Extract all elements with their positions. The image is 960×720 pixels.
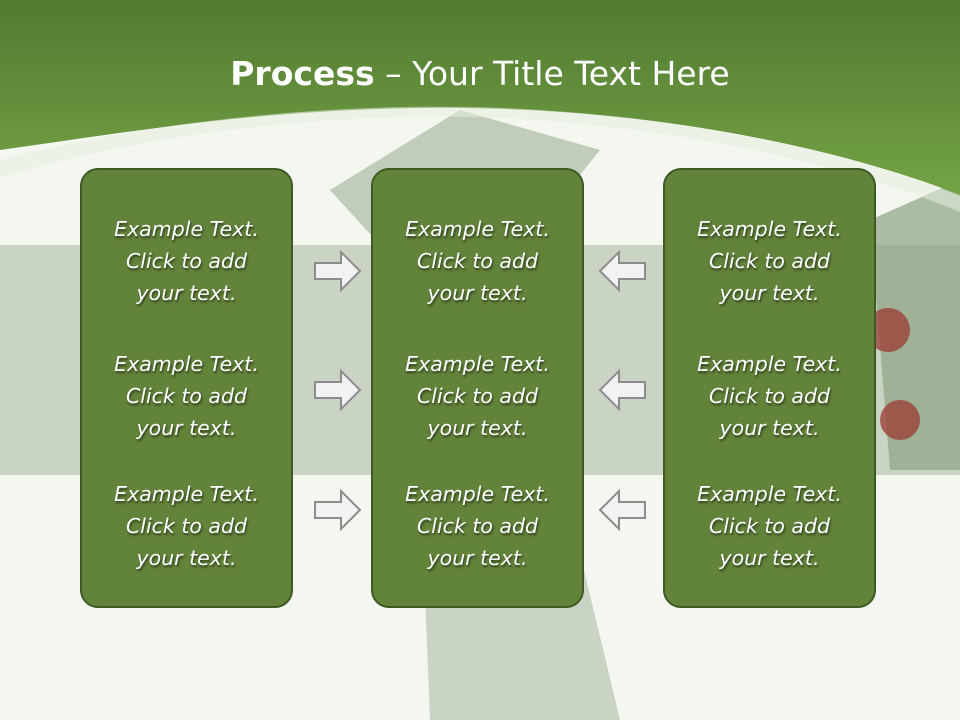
process-box-left[interactable]: Example Text. Click to add your text. Ex… xyxy=(80,168,293,608)
header-swoosh xyxy=(0,106,960,212)
process-box-right[interactable]: Example Text. Click to add your text. Ex… xyxy=(663,168,876,608)
ribbon-right xyxy=(870,180,960,470)
title-bold: Process xyxy=(230,54,375,93)
process-box-center[interactable]: Example Text. Click to add your text. Ex… xyxy=(371,168,584,608)
left-arrow-icon xyxy=(598,249,646,293)
text-placeholder[interactable]: Example Text. Click to add your text. xyxy=(114,352,259,440)
text-placeholder[interactable]: Example Text. Click to add your text. xyxy=(405,217,550,305)
title-rest: – Your Title Text Here xyxy=(374,54,730,93)
right-arrow-icon xyxy=(314,249,362,293)
text-placeholder[interactable]: Example Text. Click to add your text. xyxy=(697,352,842,440)
header-band xyxy=(0,0,960,195)
text-placeholder[interactable]: Example Text. Click to add your text. xyxy=(697,482,842,570)
berry-2 xyxy=(880,400,920,440)
left-arrow-icon xyxy=(598,488,646,532)
text-placeholder[interactable]: Example Text. Click to add your text. xyxy=(114,482,259,570)
text-placeholder[interactable]: Example Text. Click to add your text. xyxy=(114,217,259,305)
left-arrow-icon xyxy=(598,368,646,412)
text-placeholder[interactable]: Example Text. Click to add your text. xyxy=(697,217,842,305)
text-placeholder[interactable]: Example Text. Click to add your text. xyxy=(405,352,550,440)
right-arrow-icon xyxy=(314,368,362,412)
right-arrow-icon xyxy=(314,488,362,532)
text-placeholder[interactable]: Example Text. Click to add your text. xyxy=(405,482,550,570)
page-title[interactable]: Process – Your Title Text Here xyxy=(0,52,960,96)
berry-1 xyxy=(866,308,910,352)
